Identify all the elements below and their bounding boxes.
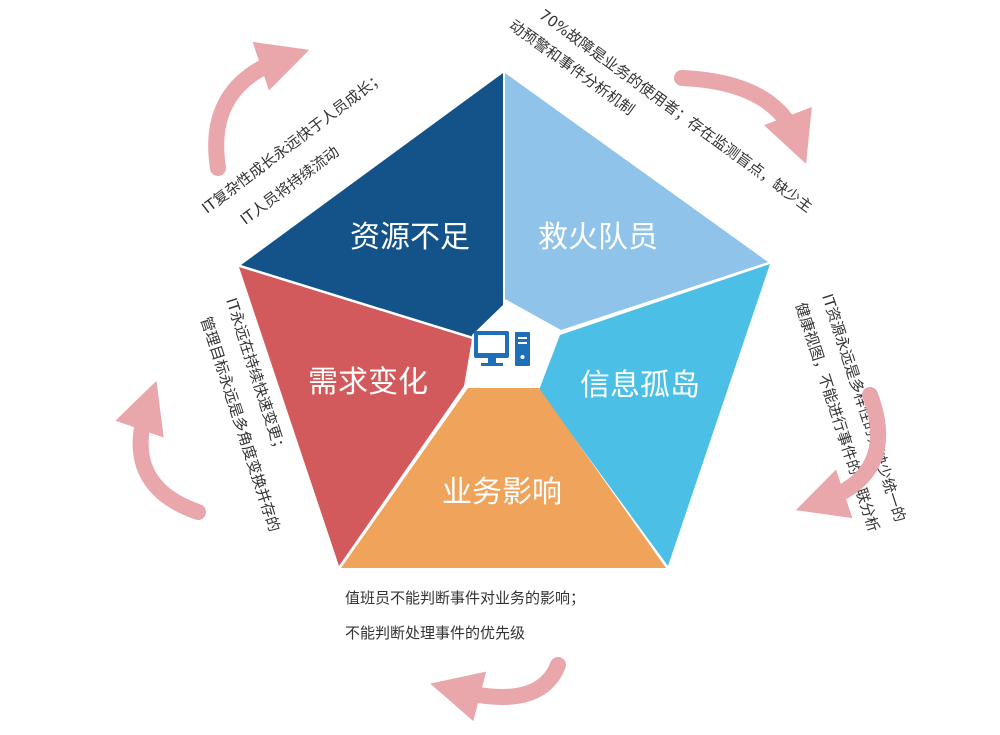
cycle-arrow-right — [795, 387, 887, 519]
segment-label-demand: 需求变化 — [308, 365, 428, 400]
segment-demand — [239, 267, 472, 566]
segment-firefighter — [505, 73, 768, 330]
segment-island — [539, 264, 770, 566]
segment-label-island: 信息孤岛 — [580, 368, 700, 403]
segment-business — [341, 388, 666, 568]
note-business-line2: 不能判断处理事件的优先级 — [345, 624, 525, 642]
cycle-arrow-top-left — [208, 41, 310, 176]
segment-label-firefighter: 救火队员 — [538, 220, 658, 255]
segment-resource — [241, 73, 503, 337]
note-business-line1: 值班员不能判断事件对业务的影响； — [345, 589, 585, 607]
segment-label-resource: 资源不足 — [350, 220, 470, 255]
computer-icon — [474, 331, 530, 366]
cycle-arrow-top-right — [674, 70, 812, 164]
segment-label-business: 业务影响 — [442, 475, 562, 510]
cycle-arrow-left — [115, 380, 206, 520]
cycle-arrow-bottom — [430, 657, 566, 722]
